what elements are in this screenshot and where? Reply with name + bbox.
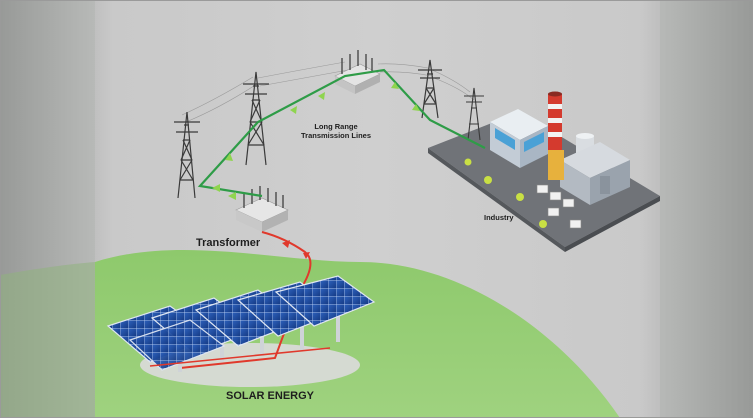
solar-panel-5 — [274, 275, 376, 342]
factory-chimney — [548, 91, 562, 154]
hill-left-edge — [0, 262, 95, 418]
transformer-label: Transformer — [196, 237, 261, 249]
transmission-line — [197, 68, 486, 198]
industry-label: Industry — [484, 213, 514, 222]
factory-building — [490, 109, 548, 168]
industry-platform — [428, 112, 660, 252]
pylon-right — [418, 59, 442, 119]
transmission-label-line1: Long Range — [314, 122, 358, 131]
transmission-lines-label: Long Range Transmission Lines — [300, 122, 372, 140]
solar-panel-6 — [128, 319, 226, 371]
solar-ground-wire — [149, 347, 331, 367]
transmission-arrows — [212, 82, 420, 200]
factory-yard-units — [536, 184, 582, 229]
transmission-label-line2: Transmission Lines — [300, 131, 372, 140]
factory-plant — [548, 142, 630, 205]
transformer-unit — [235, 186, 289, 232]
solar-panel-array — [106, 275, 376, 372]
pylon-left — [174, 111, 200, 199]
solar-energy-label: SOLAR ENERGY — [226, 390, 315, 402]
background-blur-right — [660, 0, 753, 418]
industry-trees — [464, 158, 547, 228]
pylon-far-right — [464, 87, 484, 141]
pylon-middle — [243, 71, 269, 166]
solar-line-arrows — [282, 240, 310, 259]
